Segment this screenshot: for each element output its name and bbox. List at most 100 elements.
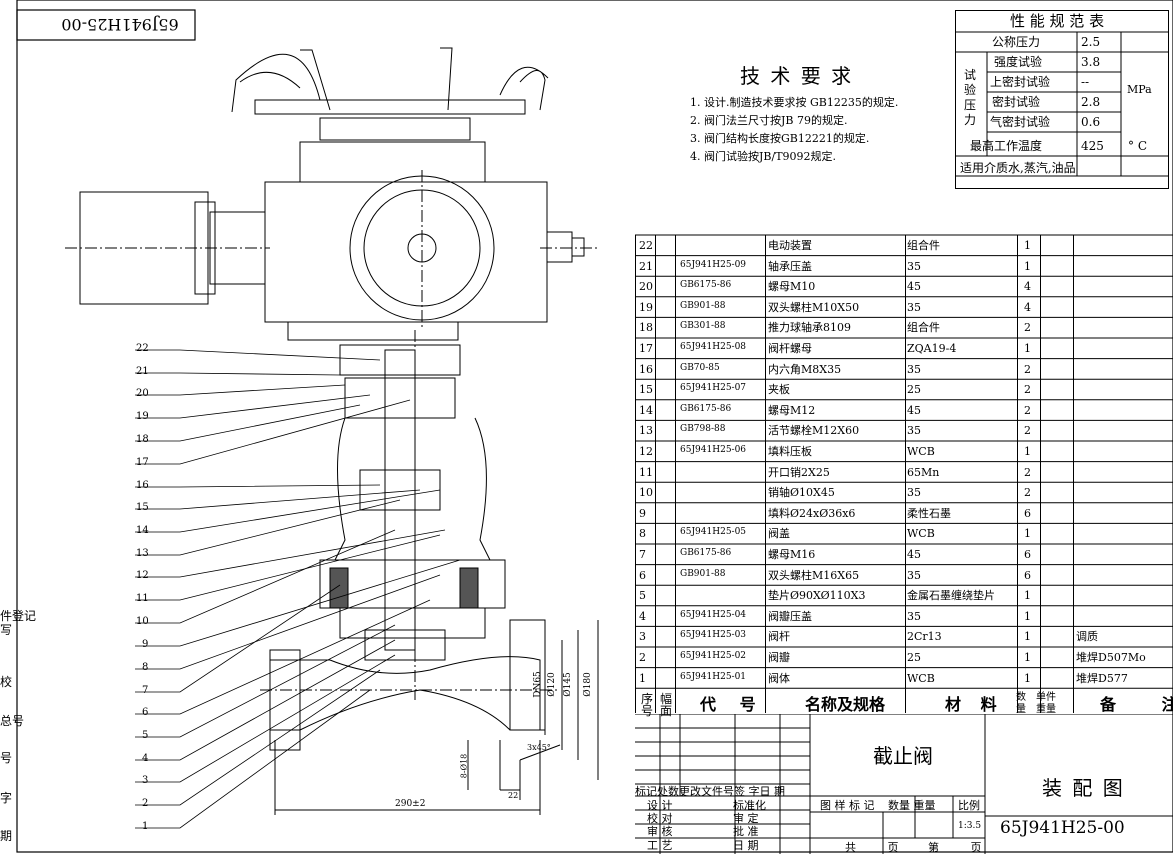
bom-row-8-code: 65J941H25-05 [680,527,747,538]
bom-row-11-material: 65Mn [907,465,940,479]
bom-row-12-qty: 1 [1024,445,1031,458]
bom-row-20-no: 20 [639,280,653,294]
balloon-8: 8 [142,662,149,673]
bom-row-2-qty: 1 [1024,651,1031,664]
bom-row-16-qty: 2 [1024,362,1031,376]
label-review: 审 定 [733,812,759,825]
balloon-7: 7 [142,685,149,696]
balloon-19: 19 [136,411,149,422]
bom-row-2-code: 65J941H25-02 [680,651,747,661]
dim-bolt: 8-Ø18 [459,753,469,779]
bom-row-3-name: 阀杆 [768,630,790,644]
balloon-1: 1 [142,821,149,832]
margin-label-0: 件登记 [0,609,37,623]
bom-row-18-qty: 2 [1024,321,1031,335]
bom-row-7-name: 螺母M16 [768,548,816,561]
strength-value: 3.8 [1081,55,1101,69]
medium-label: 适用介质水,蒸汽,油品 [960,161,1076,175]
bom-row-13-name: 活节螺栓M12X60 [768,424,860,438]
label-examine: 审 核 [647,825,673,838]
balloon-18: 18 [136,434,149,445]
label-standardization: 标准化 [733,799,766,812]
bom-header-qty-b: 量 [1016,704,1026,715]
balloon-5: 5 [142,730,149,741]
bom-row-6-material: 35 [907,568,921,582]
label-check: 校 对 [647,812,673,825]
tech-requirement-1: 1. 设计.制造技术要求按 GB12235的规定. [690,96,899,109]
bom-row-14-qty: 2 [1024,403,1031,417]
margin-label-6: 期 [0,829,13,843]
bom-row-9-no: 9 [639,506,646,520]
bom-row-1-material: WCB [907,671,935,685]
bom-row-12-name: 填料压板 [768,445,812,458]
label-stage: 图 样 标 记 [820,799,875,812]
bom-row-13-qty: 2 [1024,424,1031,438]
bom-row-15-code: 65J941H25-07 [680,383,747,394]
bom-header-name: 名称及规格 [805,695,886,714]
bom-row-17-no: 17 [639,342,653,355]
bom-row-3-code: 65J941H25-03 [680,630,747,641]
label-scale: 比例 [958,799,980,812]
drawing-number: 65J941H25-00 [1000,818,1125,838]
bom-row-19-qty: 4 [1024,300,1031,314]
bom-row-6-no: 6 [639,568,646,582]
balloon-14: 14 [136,525,149,536]
bom-row-1-no: 1 [639,671,646,685]
balloon-21: 21 [136,366,149,377]
bom-row-20-name: 螺母M10 [768,280,816,294]
margin-label-3: 总号 [0,714,25,728]
balloon-11: 11 [136,593,149,604]
dim-thickness: 22 [508,791,519,800]
bom-row-17-code: 65J941H25-08 [680,342,747,352]
bom-row-18-no: 18 [639,321,653,335]
bom-row-16-code: GB70-85 [680,362,720,373]
bom-row-18-material: 组合件 [907,321,940,335]
dim-d180: Ø180 [582,672,593,697]
bom-row-3-qty: 1 [1024,630,1031,644]
bom-row-17-qty: 1 [1024,342,1031,355]
bom-row-3-material: 2Cr13 [907,630,942,644]
bom-row-11-no: 11 [639,465,653,479]
bom-row-11-name: 开口销2X25 [768,465,830,479]
sheet-number: 第 页 [928,841,982,854]
revision-header: 标记处数更改文件号签 字日 期 [635,785,785,798]
label-weight: 数量 重量 [888,799,936,812]
tech-requirements-title: 技 术 要 求 [740,64,854,88]
bom-row-18-name: 推力球轴承8109 [768,321,851,335]
bom-row-1-name: 阀体 [768,671,790,685]
bom-row-17-name: 阀杆螺母 [768,342,812,355]
label-approve: 批 准 [733,825,759,838]
air-seal-label: 气密封试验 [990,115,1051,129]
bom-row-13-material: 35 [907,424,921,438]
bom-row-12-no: 12 [639,445,653,458]
bom-header-no-a: 序 [641,692,654,706]
tech-requirement-4: 4. 阀门试验按JB/T9092规定. [690,150,837,163]
bom-row-4-code: 65J941H25-04 [680,609,747,620]
bom-header-qty-a: 数 [1016,692,1026,703]
balloon-15: 15 [136,502,149,513]
bom-row-21-material: 35 [907,259,921,273]
test-pressure-label: 试验压力 [964,68,977,127]
bom-row-16-no: 16 [639,362,653,376]
bom-row-2-material: 25 [907,651,921,664]
bom-row-9-material: 柔性石墨 [907,506,951,520]
nominal-pressure-label: 公称压力 [992,35,1041,49]
bom-row-15-material: 25 [907,383,921,397]
bom-row-18-code: GB301-88 [680,321,726,332]
label-date: 日 期 [733,839,759,852]
temp-unit: ° C [1128,139,1147,153]
bom-row-6-code: GB901-88 [680,568,726,579]
scale-value: 1:3.5 [958,821,982,831]
balloon-20: 20 [136,388,149,399]
balloon-16: 16 [136,480,149,491]
bom-row-4-name: 阀瓣压盖 [768,609,812,623]
bom-row-14-name: 螺母M12 [768,403,816,417]
bom-row-13-no: 13 [639,424,653,438]
svg-text:65J941H25-00: 65J941H25-00 [61,15,178,34]
label-process: 工 艺 [647,839,673,852]
bom-row-9-name: 填料Ø24xØ36x6 [768,506,856,520]
leader-lines [135,349,461,829]
seal-value: 2.8 [1081,95,1101,109]
bom-row-4-material: 35 [907,609,921,623]
